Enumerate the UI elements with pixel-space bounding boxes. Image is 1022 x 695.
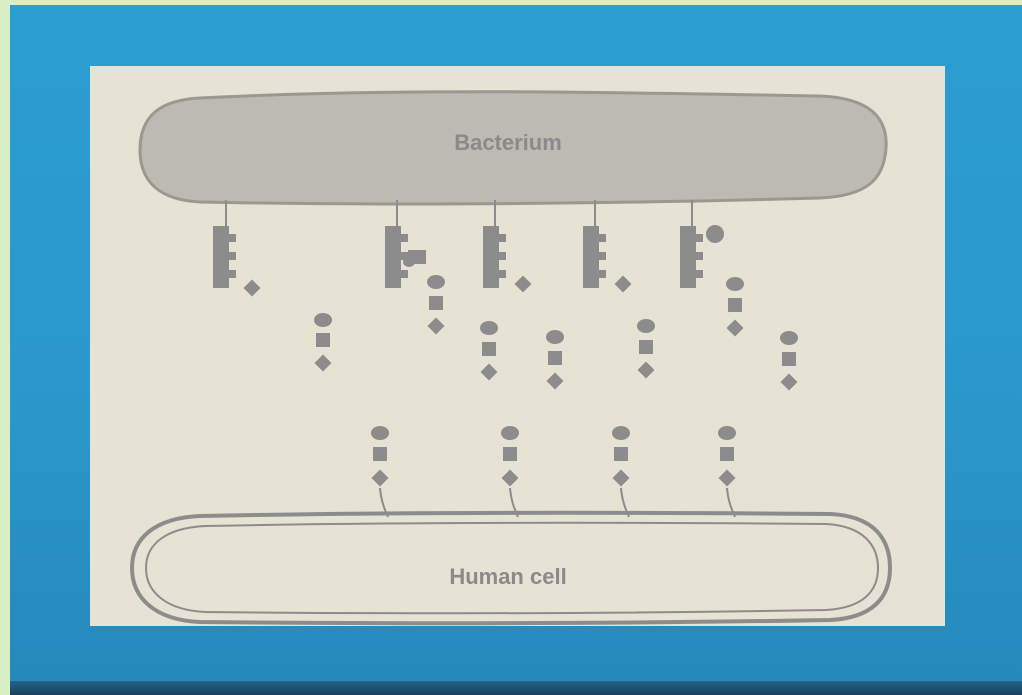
free-molecule-7	[780, 331, 798, 390]
free-molecule-2	[427, 275, 445, 334]
anchored-receptors	[371, 426, 736, 517]
free-molecule-3	[480, 321, 498, 380]
free-molecule-6	[726, 277, 744, 336]
adhesin-3	[483, 200, 531, 292]
adhesins	[213, 200, 724, 296]
anchored-receptor-1	[371, 426, 389, 517]
free-molecule-5	[637, 319, 655, 378]
anchored-receptor-2	[501, 426, 519, 517]
free-molecule-4	[546, 330, 564, 389]
adhesin-4	[583, 200, 631, 292]
human-cell: Human cell	[132, 513, 890, 624]
anchored-receptor-3	[612, 426, 630, 517]
adhesin-1	[213, 200, 260, 296]
adhesin-2	[385, 200, 426, 288]
bacterium-label: Bacterium	[454, 130, 562, 155]
adhesin-5	[680, 200, 724, 288]
bacterium: Bacterium	[140, 92, 886, 204]
free-molecule-1	[314, 313, 332, 371]
anchored-receptor-4	[718, 426, 736, 517]
free-molecules	[314, 275, 798, 390]
human-cell-label: Human cell	[449, 564, 566, 589]
